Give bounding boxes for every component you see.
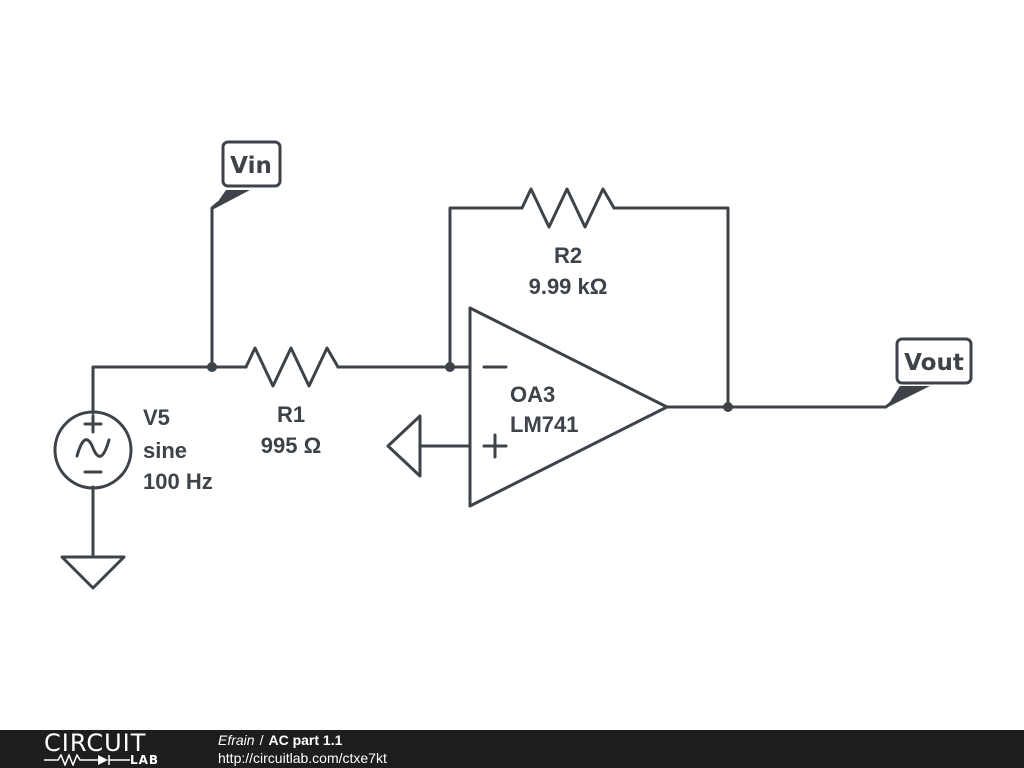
circuit-schematic: Vin Vout V5 sine 100 Hz R1 995 Ω R2 9.99… — [53, 140, 973, 590]
r1-value-label: 995 Ω — [261, 433, 321, 458]
source-plus — [83, 414, 103, 434]
opamp-ref-label: OA3 — [510, 382, 555, 407]
resistor-r1-symbol — [244, 346, 340, 388]
source-freq-label: 100 Hz — [143, 469, 213, 494]
junction-dot — [207, 362, 217, 372]
net-label-vin-text: Vin — [230, 153, 272, 179]
source-kind-label: sine — [143, 438, 187, 463]
wires — [91, 201, 894, 558]
wire-feedback-right — [612, 206, 730, 409]
circuit-url[interactable]: http://circuitlab.com/ctxe7kt — [218, 750, 387, 766]
junction-dot — [723, 402, 733, 412]
circuit-title[interactable]: AC part 1.1 — [268, 732, 343, 748]
r2-value-label: 9.99 kΩ — [529, 274, 608, 299]
wire-source-to-node — [91, 365, 214, 415]
footer-bar: CIRCUIT LAB Efrain/AC part 1.1 http://ci… — [0, 730, 1024, 768]
opamp-model-label: LM741 — [510, 412, 578, 437]
net-label-vin: Vin — [212, 140, 282, 210]
ground-symbol — [386, 414, 422, 478]
ground-symbol — [60, 555, 126, 590]
source-sine-wave — [75, 438, 111, 458]
source-ref-label: V5 — [143, 405, 170, 430]
footer-title-line: Efrain/AC part 1.1 — [218, 732, 342, 748]
r2-ref-label: R2 — [554, 243, 582, 268]
logo-resistor-diode-icon — [44, 754, 130, 766]
logo-text-lab: LAB — [130, 753, 160, 767]
junction-dot — [445, 362, 455, 372]
opamp-symbol — [468, 306, 669, 508]
net-label-vout: Vout — [886, 337, 973, 408]
title-separator: / — [259, 732, 264, 748]
wire-feedback-left — [448, 206, 524, 369]
plus-sign — [482, 433, 508, 459]
r1-ref-label: R1 — [277, 402, 305, 427]
resistor-r2-symbol — [520, 187, 616, 229]
net-label-vout-text: Vout — [904, 350, 964, 376]
wire-vin-to-node — [210, 201, 220, 369]
wire-output — [665, 400, 894, 409]
sine-source-symbol — [53, 410, 133, 490]
logo-text-circuit: CIRCUIT — [44, 729, 147, 757]
author-name[interactable]: Efrain — [218, 732, 255, 748]
circuitlab-logo[interactable]: CIRCUIT LAB — [44, 729, 174, 767]
